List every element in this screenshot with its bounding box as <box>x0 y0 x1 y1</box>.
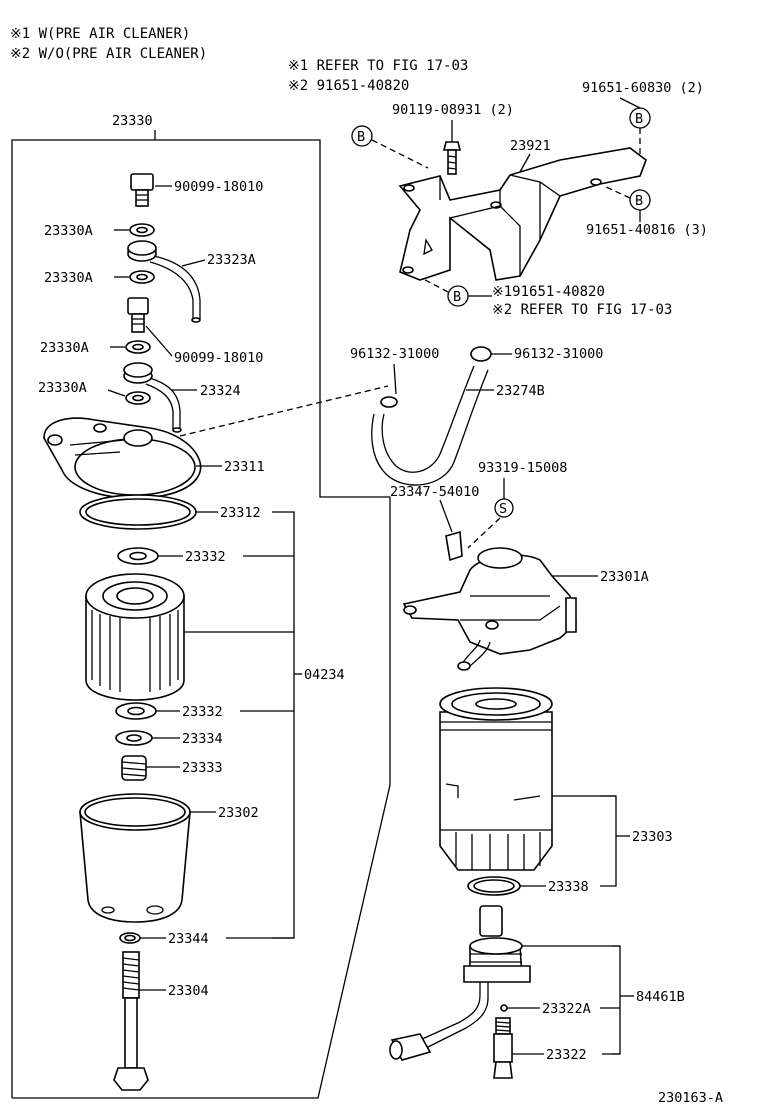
fitting-23324 <box>123 362 182 433</box>
filter-head-23301a <box>402 547 577 671</box>
label-91651-40816: 91651-40816 (3) <box>586 222 708 238</box>
ref-note-2: ※2 91651-40820 <box>288 78 409 94</box>
clip-23347-54010 <box>445 530 463 562</box>
label-23323a: 23323A <box>207 252 256 268</box>
label-23322a: 23322A <box>542 1001 591 1017</box>
sensor-84461b <box>389 905 531 1061</box>
note-with-pre-air-cleaner: ※1 W(PRE AIR CLEANER) <box>10 26 190 42</box>
label-96132-31000-a: 96132-31000 <box>350 346 439 362</box>
label-23334: 23334 <box>182 731 223 747</box>
note-without-pre-air-cleaner: ※2 W/O(PRE AIR CLEANER) <box>10 46 207 62</box>
label-23347-54010: 23347-54010 <box>390 484 479 500</box>
case-23302 <box>79 793 191 923</box>
label-90099-18010-a: 90099-18010 <box>174 179 263 195</box>
label-23303: 23303 <box>632 829 673 845</box>
bracket-04234 <box>272 511 295 939</box>
label-23344: 23344 <box>168 931 209 947</box>
label-23332-a: 23332 <box>185 549 226 565</box>
callout-s-text: S <box>499 501 507 517</box>
label-23330a-4: 23330A <box>38 380 87 396</box>
bolt-90119-08931 <box>442 141 462 175</box>
filter-element <box>85 573 185 701</box>
callout-b-3-text: B <box>635 193 643 209</box>
fuel-filter-23303 <box>439 687 553 871</box>
label-04234: 04234 <box>304 667 345 683</box>
dashed-link-23324 <box>179 385 389 437</box>
label-23338: 23338 <box>548 879 589 895</box>
label-23274b: 23274B <box>496 383 545 399</box>
label-23330a-2: 23330A <box>44 270 93 286</box>
bolt-90099-18010-second <box>127 297 149 333</box>
label-23921: 23921 <box>510 138 551 154</box>
label-23330a-3: 23330A <box>40 340 89 356</box>
label-96132-31000-b: 96132-31000 <box>514 346 603 362</box>
label-23311: 23311 <box>224 459 265 475</box>
bracket-23303 <box>600 795 617 887</box>
ref-note-1: ※1 REFER TO FIG 17-03 <box>288 58 468 74</box>
callout-b-1-text: B <box>357 129 365 145</box>
fitting-23323a <box>127 240 201 323</box>
callout-b-4-text: B <box>453 289 461 305</box>
assembly-23330-boundary <box>11 139 391 1099</box>
bracket-84461b <box>612 945 621 1055</box>
ref-note-4: ※2 REFER TO FIG 17-03 <box>492 302 672 318</box>
label-23304: 23304 <box>168 983 209 999</box>
stud-23304 <box>113 951 149 1091</box>
label-23332-b: 23332 <box>182 704 223 720</box>
label-93319-15008: 93319-15008 <box>478 460 567 476</box>
label-90119-08931: 90119-08931 (2) <box>392 102 514 118</box>
drain-plug-23322 <box>493 1017 513 1079</box>
label-23333: 23333 <box>182 760 223 776</box>
oring-23322a <box>500 1004 508 1012</box>
ref-note-3: ※191651-40820 <box>492 284 605 300</box>
label-23301a: 23301A <box>600 569 649 585</box>
spring-23333 <box>121 755 147 781</box>
bracket-23921 <box>398 147 647 281</box>
hose-23274b <box>371 346 492 486</box>
label-23302: 23302 <box>218 805 259 821</box>
figure-code: 230163-A <box>658 1090 723 1106</box>
callout-b-1 <box>351 125 373 147</box>
callout-b-2-text: B <box>635 111 643 127</box>
label-23324: 23324 <box>200 383 241 399</box>
label-23312: 23312 <box>220 505 261 521</box>
label-90099-18010-b: 90099-18010 <box>174 350 263 366</box>
label-23322: 23322 <box>546 1047 587 1063</box>
label-23330: 23330 <box>112 113 153 129</box>
bolt-90099-18010-top <box>130 173 154 207</box>
label-84461b: 84461B <box>636 989 685 1005</box>
label-91651-60830: 91651-60830 (2) <box>582 80 704 96</box>
filter-head-23311 <box>43 417 202 499</box>
label-23330a-1: 23330A <box>44 223 93 239</box>
